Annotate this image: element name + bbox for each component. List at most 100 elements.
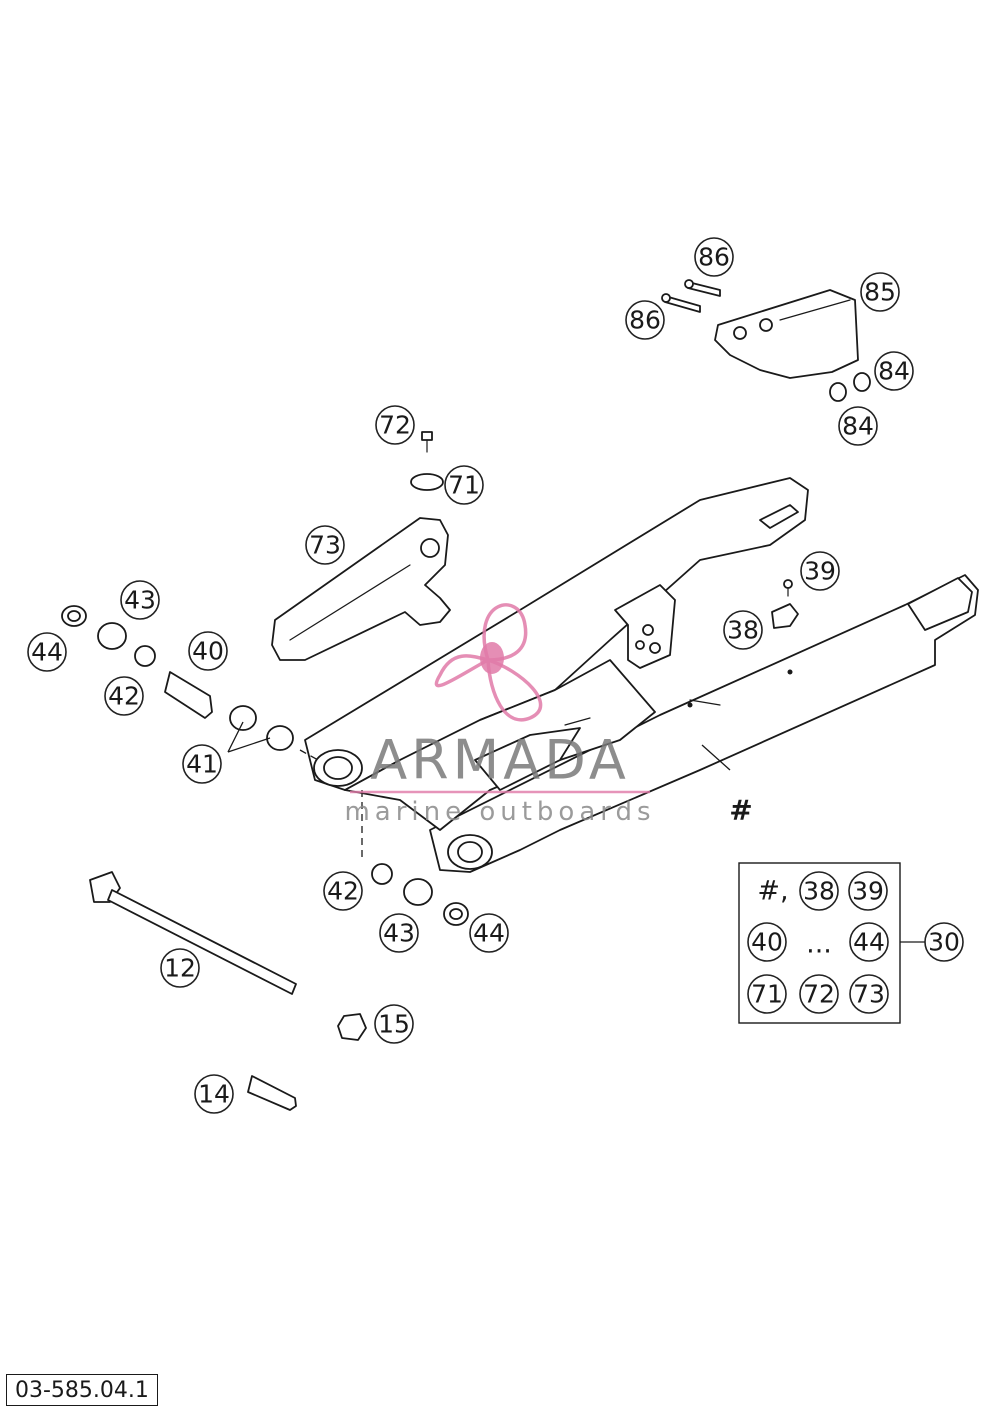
svg-text:43: 43: [383, 919, 415, 948]
kit-item-72[interactable]: 72: [799, 974, 839, 1014]
kit-item-73[interactable]: 73: [849, 974, 889, 1014]
svg-text:72: 72: [379, 411, 411, 440]
washer-71: [410, 473, 444, 491]
screw-86-lower-head: [661, 293, 671, 303]
pivot-bolt-assembly: [89, 871, 367, 1111]
callout-39[interactable]: 39: [800, 551, 840, 591]
kit-item-71[interactable]: 71: [747, 974, 787, 1014]
callout-14[interactable]: 14: [194, 1074, 234, 1114]
svg-text:15: 15: [378, 1010, 410, 1039]
bracket-hole: [635, 640, 645, 650]
svg-text:85: 85: [864, 278, 896, 307]
callout-86-upper[interactable]: 86: [694, 237, 734, 277]
svg-text:71: 71: [751, 980, 783, 1009]
svg-text:42: 42: [108, 682, 140, 711]
propeller-logo-icon: [434, 603, 543, 722]
drift-14: [247, 1075, 297, 1111]
chain-slider-body: [271, 517, 451, 661]
svg-text:84: 84: [878, 357, 910, 386]
callout-44-left[interactable]: 44: [27, 632, 67, 672]
swingarm-inner-opening: [474, 727, 581, 791]
right-pivot-hardware: [361, 790, 469, 926]
chain-slider-hole: [420, 538, 440, 558]
chain-guide-hole: [759, 318, 773, 332]
chain-guide-hole: [733, 326, 747, 340]
svg-text:44: 44: [853, 928, 885, 957]
screw-72-head: [421, 431, 433, 441]
svg-text:40: 40: [192, 637, 224, 666]
kit-item-40[interactable]: 40: [747, 922, 787, 962]
assembly-marker: #: [729, 794, 752, 827]
nut-84-a: [829, 382, 847, 402]
ring-43-left: [97, 622, 127, 650]
chain-guide-body: [714, 289, 859, 379]
chain-guide: [714, 289, 859, 379]
axle-end-right: [907, 577, 973, 631]
kit-prefix: #,: [757, 876, 788, 907]
callout-72[interactable]: 72: [375, 405, 415, 445]
svg-text:14: 14: [198, 1080, 230, 1109]
callout-43-right[interactable]: 43: [379, 913, 419, 953]
svg-text:40: 40: [751, 928, 783, 957]
watermark: ARMADA marine outboards: [344, 603, 651, 827]
callout-84-lower[interactable]: 84: [838, 406, 878, 446]
kit-item-44[interactable]: 44: [849, 922, 889, 962]
bracket-fasteners: [771, 579, 799, 629]
kit-item-39[interactable]: 39: [848, 871, 888, 911]
callout-40[interactable]: 40: [188, 631, 228, 671]
detail-line: [564, 717, 591, 726]
callout-42-left[interactable]: 42: [104, 676, 144, 716]
svg-text:43: 43: [124, 586, 156, 615]
callout-73[interactable]: 73: [305, 525, 345, 565]
screw-86-upper-head: [684, 279, 694, 289]
svg-text:44: 44: [31, 638, 63, 667]
document-id-text: 03-585.04.1: [15, 1377, 149, 1403]
svg-text:73: 73: [309, 531, 341, 560]
bracket-hole: [649, 642, 661, 654]
axle-slot-left: [759, 504, 799, 529]
svg-text:44: 44: [473, 919, 505, 948]
callout-42-right[interactable]: 42: [323, 871, 363, 911]
svg-text:73: 73: [853, 980, 885, 1009]
callout-43-left[interactable]: 43: [120, 580, 160, 620]
pivot-bolt-12-shaft: [107, 889, 297, 995]
callout-30[interactable]: 30: [924, 922, 964, 962]
kit-range-separator: ...: [806, 929, 832, 960]
bracket-hole: [642, 624, 654, 636]
svg-text:72: 72: [803, 980, 835, 1009]
clip-38: [771, 603, 799, 629]
kit-item-38[interactable]: 38: [799, 871, 839, 911]
document-id: 03-585.04.1: [6, 1374, 158, 1406]
swingarm-cross-member: [344, 659, 656, 831]
chain-slider-ridge: [289, 564, 411, 641]
bearing-41-b: [266, 725, 294, 751]
callout-84-upper[interactable]: 84: [874, 351, 914, 391]
callout-15[interactable]: 15: [374, 1004, 414, 1044]
svg-text:30: 30: [928, 928, 960, 957]
pivot-bore-right: [457, 841, 483, 863]
watermark-brand: ARMADA: [370, 729, 630, 792]
chain-slider: [271, 517, 451, 661]
chain-guide-edge: [779, 299, 851, 321]
svg-text:39: 39: [852, 877, 884, 906]
svg-text:38: 38: [803, 877, 835, 906]
bearing-41-a: [229, 705, 257, 731]
callout-86-lower[interactable]: 86: [625, 300, 665, 340]
svg-text:86: 86: [629, 306, 661, 335]
callout-85[interactable]: 85: [860, 272, 900, 312]
svg-text:12: 12: [164, 954, 196, 983]
callout-44-right[interactable]: 44: [469, 913, 509, 953]
sleeve-40: [164, 671, 213, 719]
callout-71[interactable]: 71: [444, 465, 484, 505]
callout-41[interactable]: 41: [182, 744, 222, 784]
pivot-bore-left: [323, 756, 353, 780]
svg-text:42: 42: [327, 877, 359, 906]
callout-38[interactable]: 38: [723, 610, 763, 650]
svg-text:38: 38: [727, 616, 759, 645]
washer-42-right: [371, 863, 393, 885]
swingarm: [304, 477, 979, 873]
screw-39-head: [783, 579, 793, 589]
ring-43-right: [403, 878, 433, 906]
svg-text:41: 41: [186, 750, 218, 779]
callout-12[interactable]: 12: [160, 948, 200, 988]
